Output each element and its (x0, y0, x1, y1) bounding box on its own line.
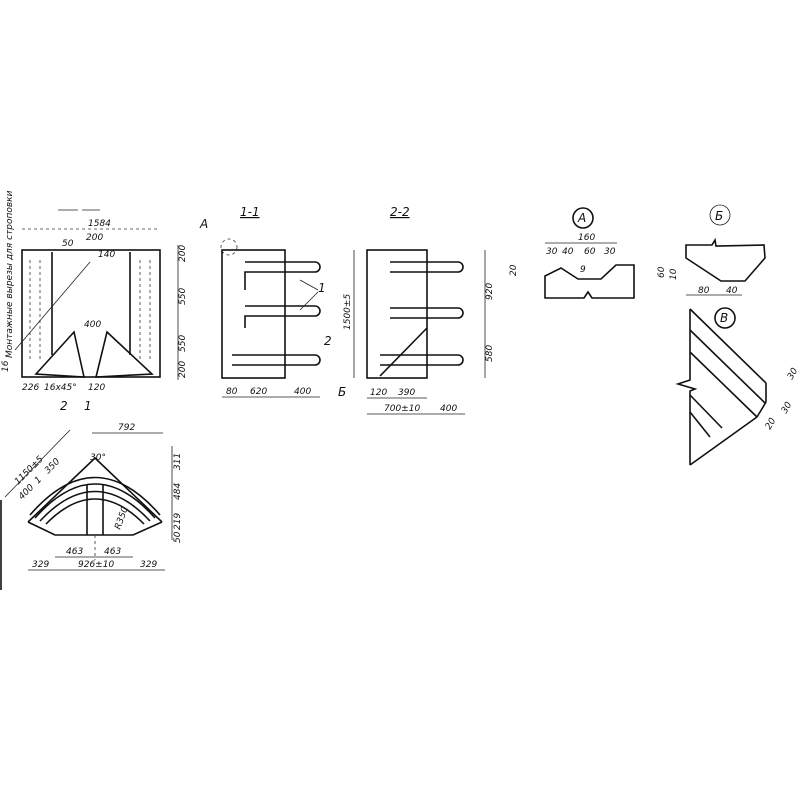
detail-b: Б 60 10 80 40 (657, 204, 766, 296)
dim-40: 40 (562, 247, 574, 257)
callout-1: 1 (318, 281, 326, 295)
detail-ref-b: Б (338, 385, 346, 399)
dim-total: 160 (578, 233, 595, 243)
dim-60: 60 (584, 247, 596, 257)
detail-label: А (577, 211, 586, 225)
dim-120: 120 (370, 388, 387, 398)
detail-a: А 160 30 40 60 30 20 9 (509, 207, 635, 299)
dim-30: 30 (546, 247, 558, 257)
dim-926: 926±10 (78, 560, 114, 570)
dim-700: 700±10 (384, 404, 420, 414)
dim-30a: 30 (786, 366, 800, 381)
dim-620: 620 (250, 387, 267, 397)
section-2-2: 2-2 1500±5 920 580 Б 120 390 700±10 400 (338, 205, 495, 415)
dim-219: 219 (173, 513, 183, 530)
panel-outline (21, 249, 161, 378)
dim-small: 9 (580, 265, 586, 275)
dim-329a: 329 (32, 560, 49, 570)
dim-top-offset: 50 (62, 239, 74, 249)
dim-top-notch: 200 (86, 233, 103, 243)
dim-390: 390 (398, 388, 415, 398)
dim-20: 20 (764, 416, 779, 431)
dim-height: 1500±5 (343, 294, 353, 330)
rebar-loops (232, 261, 321, 366)
dim-40: 40 (726, 286, 738, 296)
section-body (366, 249, 428, 379)
detail-ref-a: А (199, 217, 208, 231)
cut-label-1: 1 (84, 399, 92, 413)
dim-angle: 30° (90, 453, 106, 463)
dim-gap: 400 (84, 320, 101, 330)
dim-350: 350 (43, 457, 62, 476)
cut-label-2: 2 (60, 399, 68, 413)
dim-484: 484 (173, 483, 183, 500)
dim-right-4: 200 (178, 361, 188, 378)
dim-bottom-gap: 120 (88, 383, 105, 393)
triangle-left (34, 330, 86, 378)
callout-2: 2 (324, 334, 332, 348)
dim-radius: R350 (113, 505, 131, 531)
dim-right-1: 200 (178, 245, 188, 262)
dim-chamfer: 16x45° (44, 383, 77, 393)
dim-400: 400 (440, 404, 457, 414)
dim-80: 80 (698, 286, 710, 296)
break-line (675, 309, 698, 465)
dim-10: 10 (669, 268, 679, 280)
dim-60: 60 (657, 266, 667, 278)
section-title: 2-2 (390, 205, 410, 219)
detail-label: Б (715, 209, 723, 223)
dim-30b: 30 (780, 400, 795, 415)
dim-80: 80 (226, 387, 238, 397)
detail-label: В (720, 311, 728, 325)
dim-329b: 329 (140, 560, 157, 570)
dim-463a: 463 (66, 547, 83, 557)
section-body (221, 249, 286, 379)
dim-920: 920 (485, 283, 495, 300)
dim-580: 580 (485, 345, 495, 362)
dim-corner: 16 (1, 360, 11, 372)
section-1-1: 1-1 А 1 2 80 620 400 (199, 205, 332, 398)
dim-792: 792 (118, 423, 135, 433)
triangle-right (94, 330, 154, 378)
dim-width: 1584 (88, 219, 111, 229)
plan-view: 792 1150±5 400 1 350 30° R350 311 484 21… (0, 423, 183, 590)
rebar-loops (380, 261, 464, 366)
section-title: 1-1 (240, 205, 260, 219)
detail-b-profile (685, 237, 766, 282)
dim-463b: 463 (104, 547, 121, 557)
dim-right-2: 550 (178, 288, 188, 305)
dim-depth: 20 (509, 264, 519, 276)
dim-400: 400 (294, 387, 311, 397)
dim-left-bottom: 226 (22, 383, 39, 393)
dim-311: 311 (173, 453, 183, 470)
detail-v: В 30 30 20 (675, 307, 800, 466)
dim-notch-depth: 140 (98, 250, 115, 260)
dim-right-3: 550 (178, 335, 188, 352)
front-view: 1584 50 200 140 400 200 550 550 200 226 … (1, 190, 188, 413)
dim-50: 50 (173, 531, 183, 543)
dim-1: 1 (33, 475, 44, 486)
side-note: Монтажные вырезы для строповки (5, 190, 15, 358)
detail-a-profile (544, 264, 635, 299)
dim-30b: 30 (604, 247, 616, 257)
